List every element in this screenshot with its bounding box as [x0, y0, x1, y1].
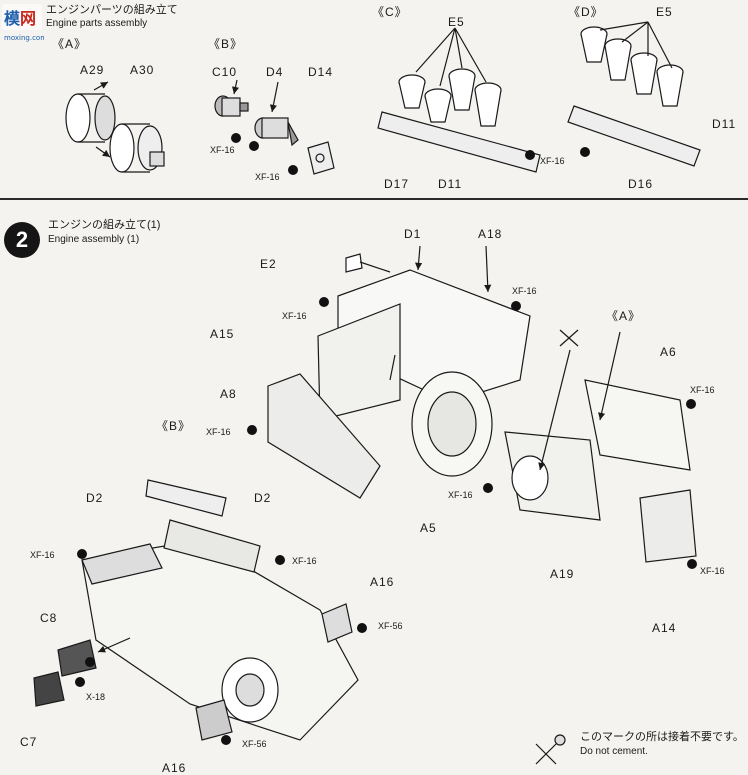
ref-a: 《A》 [606, 309, 642, 323]
part-a18: A18 [478, 227, 503, 241]
part-e5-d: E5 [656, 5, 673, 19]
part-b-assembly [214, 79, 335, 175]
svg-text:模: 模 [4, 9, 21, 28]
part-a16-bottom: A16 [162, 761, 187, 775]
xf56-bottom: XF-56 [242, 739, 267, 749]
part-d2-left: D2 [86, 491, 104, 505]
part-d17: D17 [384, 177, 410, 191]
sub-c-label: 《C》 [372, 5, 408, 19]
part-a30: A30 [130, 63, 155, 77]
xf16-top: XF-16 [512, 286, 537, 296]
xf16-b2: XF-16 [255, 172, 280, 182]
xf16-a5: XF-16 [448, 490, 473, 500]
header-en: Engine parts assembly [46, 18, 148, 29]
part-d1: D1 [404, 227, 422, 241]
part-c10: C10 [212, 65, 238, 79]
lower-engine [33, 479, 359, 741]
svg-text:moxing.com: moxing.com [4, 34, 44, 42]
part-a15: A15 [210, 327, 235, 341]
watermark-logo: 模 网 moxing.com [0, 0, 47, 44]
part-c-intake [377, 27, 541, 173]
step-number-badge: 2 [4, 222, 40, 258]
xf16-d2-right: XF-16 [292, 556, 317, 566]
xf16-a14: XF-16 [700, 566, 725, 576]
part-d11-c: D11 [438, 177, 463, 191]
part-c8: C8 [40, 611, 58, 625]
section-divider [0, 198, 748, 200]
xf16-a8: XF-16 [206, 427, 231, 437]
sub-d-label: 《D》 [568, 5, 604, 19]
part-c7: C7 [20, 735, 38, 749]
step-title-en: Engine assembly (1) [48, 234, 140, 245]
part-a16-top: A16 [370, 575, 395, 589]
part-a-cylinders [65, 81, 165, 173]
part-d11-d: D11 [712, 117, 737, 131]
part-a6: A6 [660, 345, 677, 359]
x18: X-18 [86, 692, 106, 702]
note-en: Do not cement. [580, 746, 648, 757]
note-jp: このマークの所は接着不要です。 [580, 731, 744, 743]
xf16-a15: XF-16 [282, 311, 307, 321]
xf16-c: XF-16 [540, 156, 565, 166]
part-d-intake [567, 21, 701, 167]
xf56-top: XF-56 [378, 621, 403, 631]
part-e5-c: E5 [448, 15, 465, 29]
sub-b-label: 《B》 [208, 37, 244, 51]
header-jp: エンジンパーツの組み立て [46, 4, 178, 16]
part-a14: A14 [652, 621, 677, 635]
part-a5: A5 [420, 521, 437, 535]
part-a8: A8 [220, 387, 237, 401]
xf16-d2-left: XF-16 [30, 550, 55, 560]
part-d4: D4 [266, 65, 284, 79]
xf16-b1: XF-16 [210, 145, 235, 155]
part-e2: E2 [260, 257, 277, 271]
engine-block-exploded [267, 245, 697, 563]
sub-a-label: 《A》 [52, 37, 88, 51]
part-d16: D16 [628, 177, 654, 191]
part-d2-right: D2 [254, 491, 272, 505]
part-a29: A29 [80, 63, 105, 77]
no-cement-mark [535, 329, 579, 765]
xf16-a6: XF-16 [690, 385, 715, 395]
step-title-jp: エンジンの組み立て(1) [48, 219, 161, 231]
ref-b: 《B》 [156, 419, 192, 433]
part-a19: A19 [550, 567, 575, 581]
part-d14: D14 [308, 65, 334, 79]
svg-text:网: 网 [20, 9, 36, 28]
